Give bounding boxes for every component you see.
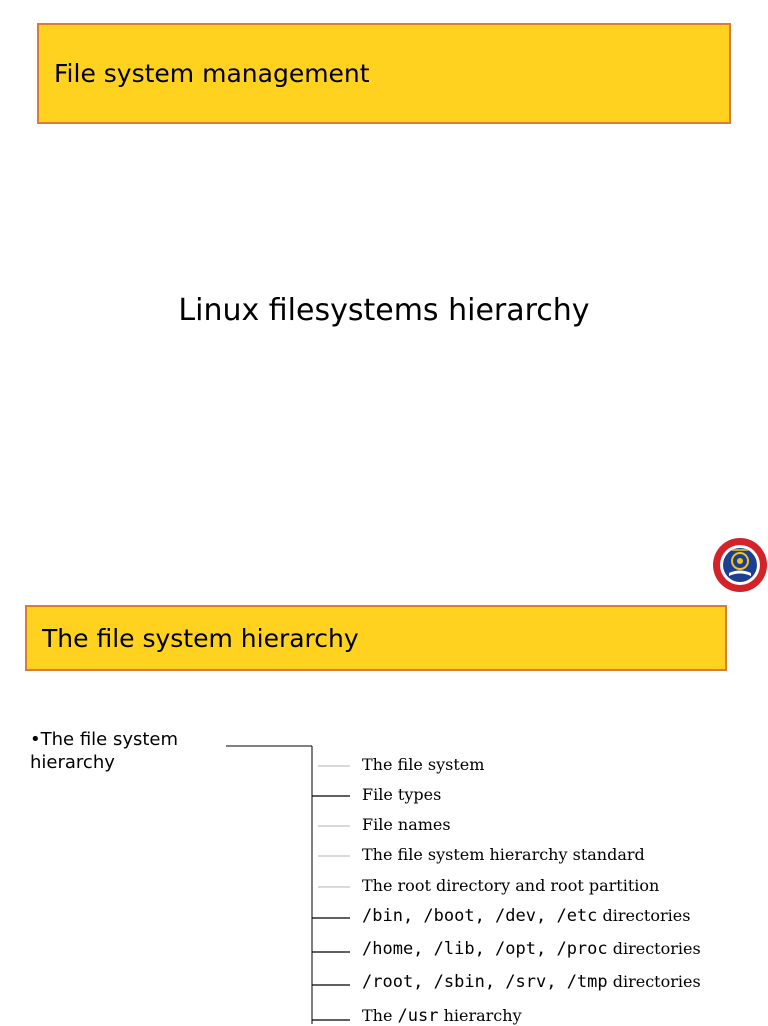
hierarchy-item-text: The file system xyxy=(362,755,485,774)
slide-1: File system management Linux filesystems… xyxy=(37,23,767,592)
hierarchy-item-text: The root directory and root partition xyxy=(362,876,660,895)
slide-title: File system management xyxy=(37,23,731,124)
hierarchy-item-text: directories xyxy=(597,906,691,925)
hierarchy-item: /home, /lib, /opt, /proc directories xyxy=(362,939,701,959)
slide-2: The file system hierarchy •The file syst… xyxy=(0,595,768,1026)
hierarchy-item: The root directory and root partition xyxy=(362,876,659,896)
hierarchy-item: File types xyxy=(362,785,441,805)
hierarchy-item-code: /root, /sbin, /srv, /tmp xyxy=(362,972,608,992)
hierarchy-item-text: directories xyxy=(607,972,701,991)
hierarchy-root-label: •The file system hierarchy xyxy=(30,729,179,773)
slide-subtitle: Linux filesystems hierarchy xyxy=(178,293,590,328)
hierarchy-connector-lines xyxy=(226,745,350,1024)
hierarchy-item-text: File types xyxy=(362,785,442,804)
hierarchy-item-text: File names xyxy=(362,815,451,834)
hierarchy-item: /bin, /boot, /dev, /etc directories xyxy=(362,906,690,926)
hierarchy-item: The file system hierarchy standard xyxy=(362,845,645,865)
hierarchy-item-code: /usr xyxy=(397,1006,439,1026)
university-seal-icon xyxy=(713,538,767,592)
slide-title: The file system hierarchy xyxy=(25,605,727,671)
slide-title-text: File system management xyxy=(54,59,370,88)
slide-title-text: The file system hierarchy xyxy=(42,623,359,653)
hierarchy-item: The /usr hierarchy xyxy=(362,1006,522,1026)
hierarchy-item-prefix: The xyxy=(362,1006,398,1025)
hierarchy-item-text: The file system hierarchy standard xyxy=(362,845,645,864)
hierarchy-item-code: /home, /lib, /opt, /proc xyxy=(362,939,608,959)
hierarchy-item: The file system xyxy=(362,755,484,775)
hierarchy-item-text: directories xyxy=(607,939,701,958)
hierarchy-item-code: /bin, /boot, /dev, /etc xyxy=(362,906,598,926)
hierarchy-item: /root, /sbin, /srv, /tmp directories xyxy=(362,972,701,992)
hierarchy-item-text: hierarchy xyxy=(438,1006,522,1025)
hierarchy-item: File names xyxy=(362,815,451,835)
